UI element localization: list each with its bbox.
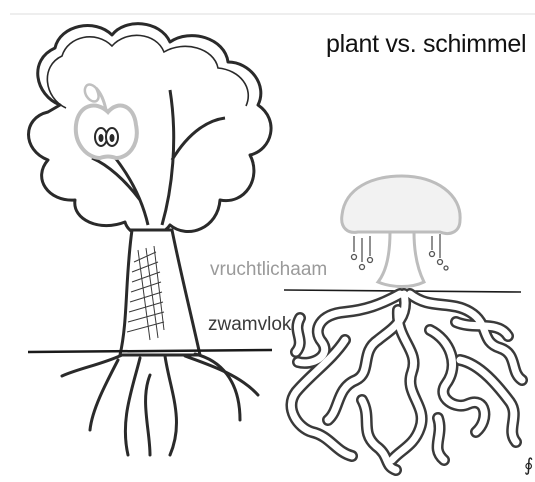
tree-crown <box>29 24 272 236</box>
tree-ground-line <box>28 350 272 352</box>
signature-mark: ∮ <box>524 455 533 476</box>
label-mycelium: zwamvlok <box>208 314 291 336</box>
diagram-title: plant vs. schimmel <box>326 30 526 59</box>
mushroom-icon <box>342 176 460 287</box>
tree-roots <box>62 354 258 455</box>
mycelium <box>291 294 522 470</box>
label-fruiting-body: vruchtlichaam <box>210 259 327 281</box>
